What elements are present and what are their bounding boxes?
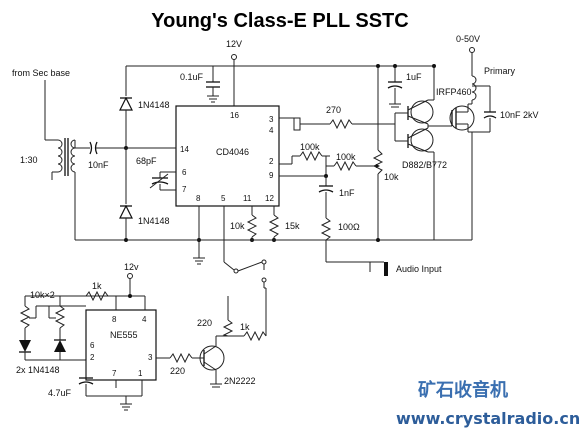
label-12v-top: 12V: [226, 39, 242, 49]
label-100k-a: 100k: [300, 142, 320, 152]
label-10nf: 10nF: [88, 160, 109, 170]
pin-555-6: 6: [90, 341, 95, 350]
ic-ne555: [85, 309, 157, 381]
label-1k-right: 1k: [240, 322, 250, 332]
res-1k-right: [243, 330, 267, 342]
label-audio-input: Audio Input: [396, 264, 442, 274]
diode-bottom: 1N4148: [119, 148, 170, 240]
pin-4: 4: [269, 126, 274, 135]
diode-top: 1N4148: [119, 66, 170, 148]
pin-6: 6: [182, 168, 187, 177]
cap-0.1uf: 0.1uF: [180, 66, 220, 103]
cap-68pf: 68pF: [136, 156, 176, 191]
label-220-b: 220: [170, 366, 185, 376]
watermark-cn: 矿石收音机: [418, 379, 508, 401]
cap-1uf: 1uF: [387, 66, 422, 108]
label-10nf-2kv: 10nF 2kV: [500, 110, 539, 120]
switch: [237, 261, 263, 272]
pot-pair: [19, 296, 86, 340]
transistor-2n2222: 2N2222: [199, 336, 256, 388]
label-d882-b772: D882/B772: [402, 160, 447, 170]
res-100k-b: [333, 160, 357, 172]
input-section: from Sec base 1:30 10nF: [12, 68, 176, 240]
label-10kx2: 10k×2: [30, 290, 55, 300]
pot-10k-right: 10k: [372, 66, 399, 240]
pin-555-8: 8: [112, 315, 117, 324]
cap-1nf: 1nF: [318, 176, 355, 218]
transformer-secondary: [70, 139, 76, 173]
label-15k: 15k: [285, 221, 300, 231]
label-2n2222: 2N2222: [224, 376, 256, 386]
res-220-b: [169, 352, 193, 364]
diodes-2x1n4148: 2x 1N4148: [16, 339, 86, 375]
watermark-url: www.crystalradio.cn: [396, 409, 580, 428]
pin-12: 12: [265, 194, 274, 203]
label-4.7uf: 4.7uF: [48, 388, 72, 398]
supply-12v-555: 12v: [124, 262, 139, 296]
label-10k-pot: 10k: [384, 172, 399, 182]
watermark: 矿石收音机 www.crystalradio.cn: [396, 379, 580, 428]
label-ne555: NE555: [110, 330, 138, 340]
cap-4.7uf: 4.7uF: [48, 360, 126, 398]
pin-7: 7: [182, 185, 187, 194]
label-diode-bottom: 1N4148: [138, 216, 170, 226]
primary-coil: [471, 75, 477, 101]
pin-8: 8: [196, 194, 201, 203]
label-270: 270: [326, 105, 341, 115]
pin-555-4: 4: [142, 315, 147, 324]
label-cd4046: CD4046: [216, 147, 249, 157]
transformer-primary: [57, 139, 63, 173]
label-2x-1n4148: 2x 1N4148: [16, 365, 60, 375]
label-68pf: 68pF: [136, 156, 157, 166]
audio-input-jack: Audio Input: [369, 262, 442, 276]
res-100k-a: [299, 150, 323, 162]
label-primary: Primary: [484, 66, 515, 76]
pin-11: 11: [243, 194, 252, 203]
label-ratio: 1:30: [20, 155, 38, 165]
label-diode-top: 1N4148: [138, 100, 170, 110]
label-irfp460: IRFP460: [436, 87, 472, 97]
label-10k: 10k: [230, 221, 245, 231]
label-from-sec-base: from Sec base: [12, 68, 70, 78]
res-100ohm: 100Ω: [320, 217, 384, 263]
label-1k-555: 1k: [92, 281, 102, 291]
pin-9: 9: [269, 171, 274, 180]
pin-555-3: 3: [148, 353, 153, 362]
pin-2: 2: [269, 157, 274, 166]
pin-555-1: 1: [138, 369, 143, 378]
pin-555-7: 7: [112, 369, 117, 378]
transistor-pair: D882/B772: [394, 66, 448, 240]
res-10k: 10k: [230, 206, 258, 240]
mosfet-irfp460: IRFP460: [436, 87, 475, 133]
pin-555-2: 2: [90, 353, 95, 362]
pin-14: 14: [180, 145, 189, 154]
res-15k: 15k: [268, 206, 300, 240]
supply-0-50v: 0-50V Primary 10nF 2kV: [456, 34, 539, 133]
res-1k-555: [85, 290, 109, 302]
diagram-title: Young's Class-E PLL SSTC: [151, 10, 408, 32]
label-1uf: 1uF: [406, 72, 422, 82]
label-0-50v: 0-50V: [456, 34, 480, 44]
ic-cd4046: [175, 105, 280, 207]
supply-12v-top: 12V: [226, 39, 242, 66]
pin-3: 3: [269, 115, 274, 124]
res-220-a: [222, 319, 234, 337]
label-100ohm: 100Ω: [338, 222, 360, 232]
label-100k-b: 100k: [336, 152, 356, 162]
pin-16: 16: [230, 111, 239, 120]
label-220-a: 220: [197, 318, 212, 328]
res-270: 270: [279, 105, 395, 131]
pin-5: 5: [221, 194, 226, 203]
label-12v-555: 12v: [124, 262, 139, 272]
label-1nf: 1nF: [339, 188, 355, 198]
label-0.1uf: 0.1uF: [180, 72, 204, 82]
